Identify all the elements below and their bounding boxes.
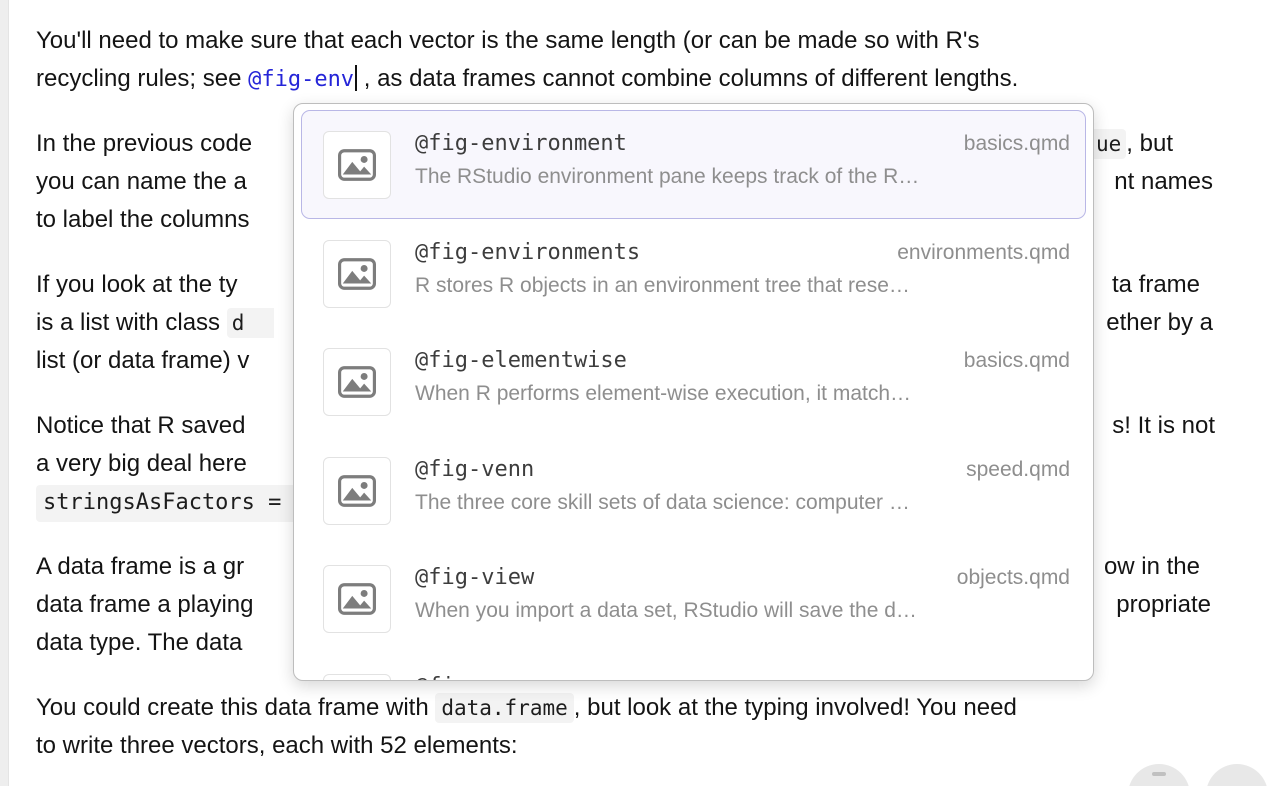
- paragraph-text: Notice that R saved: [36, 412, 246, 439]
- crossref-autocomplete-popup: @fig-environment basics.qmd The RStudio …: [293, 103, 1094, 681]
- figure-thumbnail: [323, 673, 391, 680]
- inline-code-fragment: d: [226, 308, 275, 338]
- paragraph-text: a very big deal here: [36, 450, 247, 477]
- autocomplete-item[interactable]: @fig-elementwise basics.qmd When R perfo…: [301, 327, 1086, 436]
- figure-thumbnail: [323, 456, 391, 525]
- figure-thumbnail: [323, 131, 391, 199]
- image-placeholder-icon: [338, 257, 376, 290]
- figure-caption: The RStudio environment pane keeps track…: [415, 165, 920, 188]
- figure-caption: When you import a data set, RStudio will…: [415, 599, 917, 622]
- paragraph: If you look at the ty ta frame is a list…: [36, 266, 1224, 380]
- source-file: basics.qmd: [963, 349, 1070, 372]
- paragraph-text: to write three vectors, each with 52 ele…: [36, 732, 518, 759]
- paragraph-text: In the previous code: [36, 130, 253, 157]
- paragraph-text: , as data frames cannot combine columns …: [357, 65, 1019, 92]
- paragraph-text: s! It is not: [1112, 412, 1215, 439]
- crossref-token[interactable]: @fig-env: [248, 67, 355, 92]
- source-file: environments.qmd: [897, 240, 1070, 264]
- figure-caption: R stores R objects in an environment tre…: [415, 273, 910, 297]
- image-placeholder-icon: [338, 366, 376, 398]
- floating-button-left[interactable]: [1128, 764, 1190, 786]
- autocomplete-item-partial[interactable]: @fig-: [301, 653, 1086, 681]
- paragraph-text: to label the columns: [36, 206, 250, 233]
- paragraph-text: nt names: [1114, 168, 1213, 195]
- paragraph-text: , but: [1126, 130, 1173, 157]
- paragraph: A data frame is a gr ow in the data fram…: [36, 548, 1224, 662]
- paragraph-text: A data frame is a gr: [36, 553, 245, 580]
- inline-code-fragment: ue: [1093, 129, 1127, 159]
- editor-left-gutter: [0, 0, 9, 786]
- source-file: basics.qmd: [963, 132, 1070, 155]
- paragraph-text: is a list with class: [36, 309, 227, 336]
- paragraph-text: list (or data frame) v: [36, 347, 250, 374]
- autocomplete-item[interactable]: @fig-view objects.qmd When you import a …: [301, 544, 1086, 653]
- paragraph-text: ether by a: [1106, 309, 1213, 336]
- paragraph: Notice that R saved s! It is not a very …: [36, 407, 1224, 522]
- image-placeholder-icon: [338, 149, 376, 181]
- figure-caption: The three core skill sets of data scienc…: [415, 490, 910, 514]
- figure-caption: When R performs element-wise execution, …: [415, 382, 912, 405]
- crossref-id: @fig-environment: [415, 131, 627, 156]
- paragraph-text: recycling rules; see: [36, 65, 249, 92]
- floating-button-glyph: [1152, 772, 1166, 776]
- crossref-id: @fig-venn: [415, 456, 535, 482]
- source-file: objects.qmd: [956, 566, 1070, 589]
- crossref-id: @fig-elementwise: [415, 348, 627, 373]
- image-placeholder-icon: [338, 474, 376, 507]
- autocomplete-item[interactable]: @fig-environment basics.qmd The RStudio …: [301, 110, 1086, 219]
- figure-thumbnail: [323, 565, 391, 633]
- inline-code-fragment: stringsAsFactors =: [36, 485, 298, 522]
- paragraph-text: ow in the: [1103, 553, 1200, 580]
- figure-thumbnail: [323, 239, 391, 308]
- autocomplete-item[interactable]: @fig-venn speed.qmd The three core skill…: [301, 436, 1086, 545]
- paragraph-text: You could create this data frame with: [36, 694, 436, 721]
- paragraph-text: data type. The data: [36, 629, 243, 656]
- crossref-id: @fig-view: [415, 565, 535, 590]
- floating-button-right[interactable]: [1206, 764, 1268, 786]
- image-placeholder-icon: [338, 583, 376, 615]
- paragraph: You could create this data frame with da…: [36, 689, 1224, 765]
- autocomplete-item[interactable]: @fig-environments environments.qmd R sto…: [301, 219, 1086, 328]
- crossref-id: @fig-environments: [415, 239, 641, 265]
- paragraph-text: You'll need to make sure that each vecto…: [36, 27, 980, 54]
- paragraph: You'll need to make sure that each vecto…: [36, 22, 1224, 98]
- source-file: speed.qmd: [966, 457, 1070, 481]
- paragraph-text: ta frame: [1111, 271, 1200, 298]
- paragraph-text: If you look at the ty: [36, 271, 238, 298]
- crossref-id: @fig-: [415, 674, 481, 681]
- figure-thumbnail: [323, 348, 391, 416]
- paragraph-text: data frame a playing: [36, 591, 254, 618]
- paragraph-text: propriate: [1116, 591, 1211, 618]
- paragraph-text: you can name the a: [36, 168, 247, 195]
- text-cursor: [355, 65, 358, 91]
- paragraph-text: , but look at the typing involved! You n…: [573, 694, 1017, 721]
- paragraph: In the previous code ue, but you can nam…: [36, 125, 1224, 239]
- inline-code: data.frame: [435, 693, 574, 723]
